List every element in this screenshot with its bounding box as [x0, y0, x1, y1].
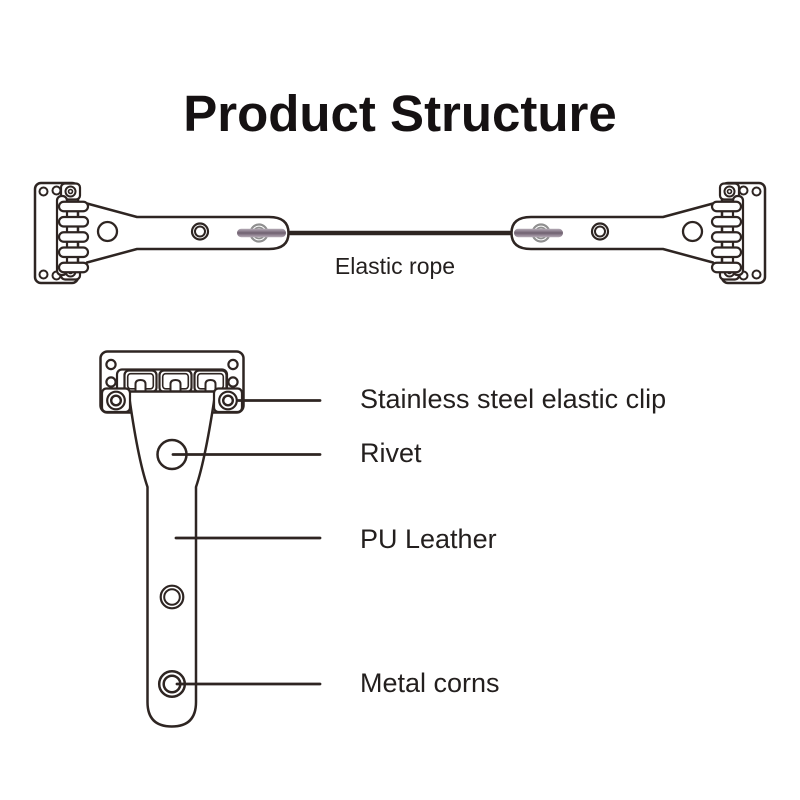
callout-leader-lines	[171, 399, 322, 686]
plate-screw-hole	[105, 358, 117, 371]
label-stainless-steel-elastic-clip: Stainless steel elastic clip	[360, 384, 667, 414]
clip-tooth-slot	[134, 379, 147, 393]
elastic-rope-label: Elastic rope	[334, 253, 456, 279]
corner-grommet-inner	[109, 394, 122, 407]
clip-front-view	[99, 350, 245, 728]
label-rivet: Rivet	[360, 438, 422, 468]
plate-screw-hole	[227, 358, 239, 371]
clip-tooth-slot	[204, 379, 217, 393]
top-assembly	[33, 181, 767, 285]
page-title: Product Structure	[183, 85, 617, 142]
plate-screw-hole	[227, 376, 239, 388]
right-clip-side-view	[510, 181, 767, 285]
label-pu-leather: PU Leather	[360, 524, 497, 554]
left-clip-side-view	[33, 181, 290, 285]
metal-corn-grommet-inner	[163, 588, 181, 606]
corner-grommet-inner	[221, 394, 234, 407]
plate-screw-hole	[105, 376, 117, 388]
label-metal-corns: Metal corns	[360, 668, 500, 698]
clip-teeth	[123, 369, 228, 394]
clip-tooth-slot	[169, 379, 182, 393]
